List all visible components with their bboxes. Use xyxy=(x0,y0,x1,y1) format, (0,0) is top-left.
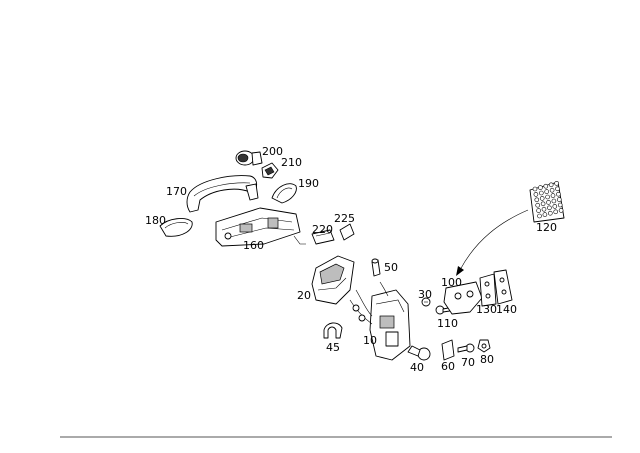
callout-45: 45 xyxy=(326,341,340,354)
callout-120: 120 xyxy=(536,221,557,234)
foam-dot xyxy=(556,191,561,197)
callout-190: 190 xyxy=(298,177,319,190)
callout-110: 110 xyxy=(437,317,458,330)
callout-50: 50 xyxy=(384,261,398,274)
callout-200: 200 xyxy=(262,145,283,158)
part-220-bracket xyxy=(311,229,335,245)
part-200-lock-cylinder xyxy=(235,150,263,166)
foam-dot xyxy=(538,185,543,190)
foam-dot xyxy=(543,183,549,189)
part-100-striker-bracket xyxy=(443,281,483,315)
callout-80: 80 xyxy=(480,353,494,366)
callout-100: 100 xyxy=(441,276,462,289)
callout-20: 20 xyxy=(297,289,311,302)
foam-dot xyxy=(547,205,552,211)
part-60-bracket xyxy=(441,339,455,361)
foam-dot xyxy=(534,197,540,203)
part-130-plate xyxy=(479,273,497,307)
part-190-gasket xyxy=(271,183,297,204)
foam-dot xyxy=(540,201,546,207)
foam-dot xyxy=(552,204,558,209)
foam-dot xyxy=(549,187,555,193)
part-120-foam-pad xyxy=(529,181,565,223)
part-45-clip xyxy=(323,322,343,339)
part-10-door-lock xyxy=(349,281,411,361)
part-225-clip xyxy=(339,223,355,241)
foam-dot xyxy=(550,193,556,198)
part-210-cylinder-cap xyxy=(261,162,279,179)
foam-dot xyxy=(532,186,538,192)
foam-dot xyxy=(533,192,539,197)
callout-225: 225 xyxy=(334,212,355,225)
foam-dot xyxy=(546,200,551,205)
foam-dot xyxy=(537,213,542,219)
foam-dot xyxy=(536,208,541,213)
part-40-bolt xyxy=(407,345,431,361)
foam-dot xyxy=(557,202,563,208)
part-140-plate xyxy=(493,269,513,305)
part-70-screw xyxy=(457,343,475,353)
foam-dot xyxy=(553,209,559,215)
callout-60: 60 xyxy=(441,360,455,373)
callout-160: 160 xyxy=(243,239,264,252)
foam-dot xyxy=(547,210,553,216)
foam-dot xyxy=(551,198,557,204)
part-80-nut xyxy=(477,339,491,353)
foam-dot xyxy=(548,182,554,188)
callout-180: 180 xyxy=(145,214,166,227)
callout-170: 170 xyxy=(166,185,187,198)
part-20-housing xyxy=(311,255,355,305)
foam-dot xyxy=(558,208,564,213)
callout-140: 140 xyxy=(496,303,517,316)
foam-dot xyxy=(544,189,550,194)
part-170-door-handle xyxy=(186,175,259,213)
callout-30: 30 xyxy=(418,288,432,301)
foam-dot xyxy=(555,186,560,192)
callout-10: 10 xyxy=(363,334,377,347)
foam-dot xyxy=(539,196,545,201)
callout-40: 40 xyxy=(410,361,424,374)
part-160-handle-carrier xyxy=(215,207,306,247)
foam-dot xyxy=(556,197,562,202)
foam-dot xyxy=(542,212,548,217)
callout-70: 70 xyxy=(461,356,475,369)
foam-dot xyxy=(541,206,547,212)
foam-dot xyxy=(554,181,559,186)
part-50-connector xyxy=(371,258,381,277)
callout-130: 130 xyxy=(476,303,497,316)
callout-220: 220 xyxy=(312,223,333,236)
part-30-screw xyxy=(421,297,431,307)
foam-dot xyxy=(535,202,541,208)
foam-dot xyxy=(538,190,544,196)
leader-arrow xyxy=(456,209,529,276)
part-180-gasket xyxy=(159,218,193,237)
foam-dot xyxy=(545,194,550,200)
callout-210: 210 xyxy=(281,156,302,169)
